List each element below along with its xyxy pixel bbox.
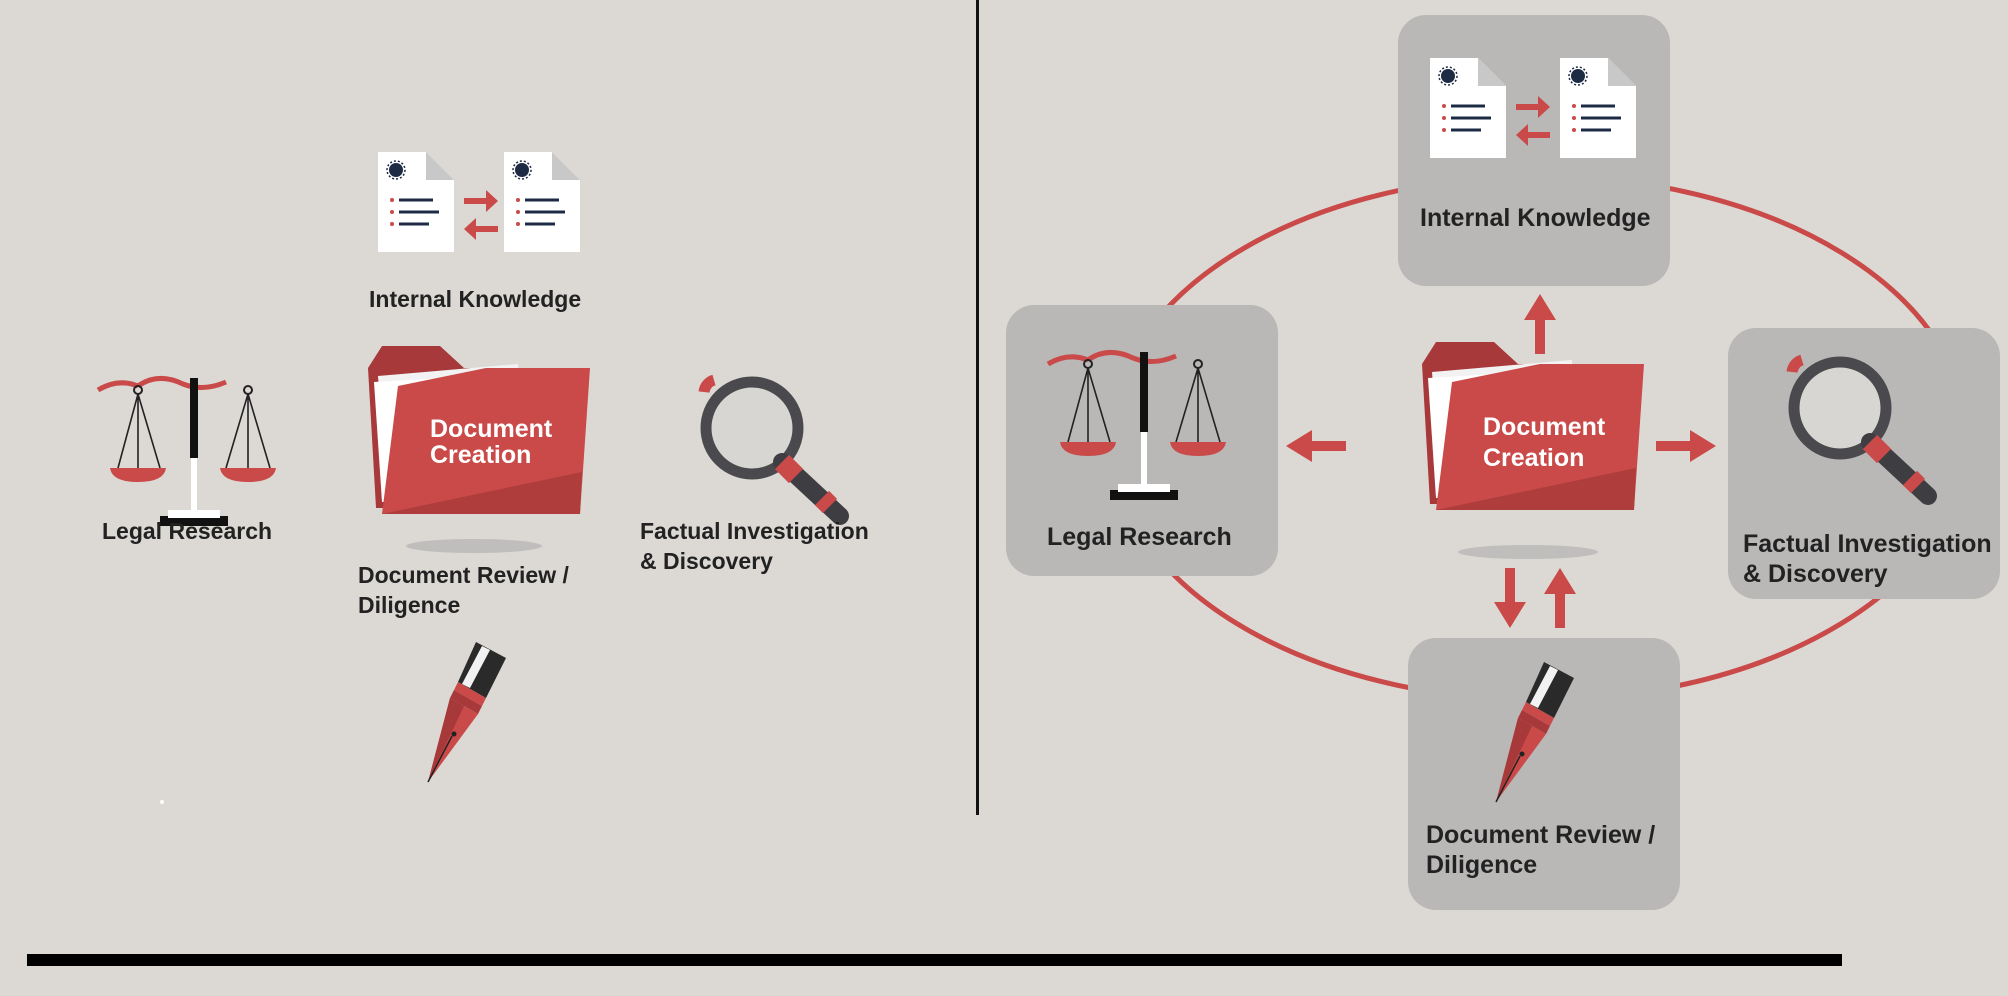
document-creation-label-line2: Creation bbox=[1483, 444, 1585, 472]
legal-research-label: Legal Research bbox=[1047, 523, 1232, 551]
factual-investigation-label-line2: & Discovery bbox=[1743, 560, 1888, 588]
factual-investigation-label-line1: Factual Investigation bbox=[1743, 530, 1992, 558]
internal-knowledge-label: Internal Knowledge bbox=[369, 286, 582, 312]
arrow-left-to-legal-research bbox=[1286, 430, 1346, 462]
arrow-down-to-document-review bbox=[1494, 568, 1526, 628]
bottom-rule bbox=[27, 954, 1842, 966]
document-creation-label-line1: Document bbox=[1483, 413, 1606, 441]
folder-icon bbox=[1422, 342, 1644, 559]
internal-knowledge-label: Internal Knowledge bbox=[1420, 204, 1651, 232]
document-creation-label-line2: Creation bbox=[430, 441, 532, 469]
scales-of-justice-icon bbox=[1058, 330, 1238, 500]
factual-investigation-label-line2: & Discovery bbox=[640, 548, 773, 574]
document-exchange-icon bbox=[1429, 57, 1637, 159]
document-review-label-line1: Document Review / bbox=[1426, 821, 1656, 849]
arrow-up-to-internal-knowledge bbox=[1524, 294, 1556, 354]
folder-icon bbox=[368, 346, 590, 553]
document-creation-label-line1: Document bbox=[430, 415, 553, 443]
legal-research-label: Legal Research bbox=[102, 518, 273, 544]
fountain-pen-icon bbox=[1495, 661, 1575, 803]
arrow-up-from-document-review bbox=[1544, 568, 1576, 628]
magnifying-glass-icon bbox=[1782, 350, 1952, 520]
document-review-label-line1: Document Review / bbox=[358, 562, 569, 588]
factual-investigation-label-line1: Factual Investigation bbox=[640, 518, 869, 544]
arrow-right-to-factual-investigation bbox=[1656, 430, 1716, 462]
document-review-label-line2: Diligence bbox=[1426, 851, 1538, 879]
panel-divider bbox=[976, 0, 979, 815]
document-review-label-line2: Diligence bbox=[358, 592, 461, 618]
stray-dot bbox=[160, 800, 164, 804]
